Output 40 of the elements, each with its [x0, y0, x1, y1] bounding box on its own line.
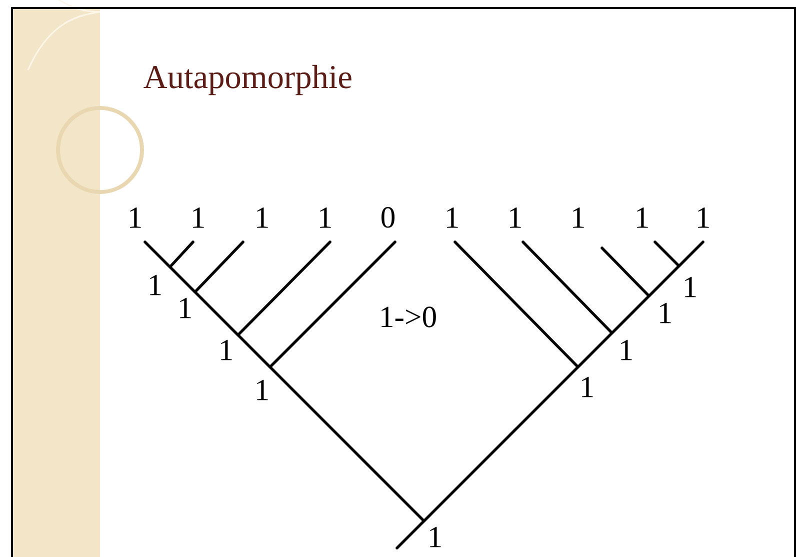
node-label: 1 [660, 302, 671, 324]
branch-line [194, 240, 244, 294]
branch-line [654, 240, 680, 268]
branch-line [610, 294, 650, 334]
branch-line [396, 520, 426, 550]
node-label: 1 [180, 298, 191, 318]
branch-line [576, 332, 614, 368]
branch-line [236, 334, 272, 368]
state-label: 1 [510, 208, 521, 228]
state-label: 1 [637, 208, 648, 228]
node-label: 1 [430, 526, 441, 548]
branch-line [600, 246, 650, 298]
state-label: 1 [193, 208, 204, 228]
branch-line [194, 290, 240, 336]
node-label: 1 [685, 276, 696, 298]
state-label: 1 [320, 208, 331, 228]
branch-line [454, 240, 580, 368]
state-label: 1 [447, 208, 458, 228]
change-label: 1->0 [382, 306, 436, 328]
branch-line [648, 264, 680, 298]
branch-line [522, 240, 614, 334]
branch-line [168, 266, 196, 294]
branch-line [144, 240, 172, 268]
branch-line [236, 240, 332, 336]
branch-line [268, 240, 396, 368]
node-label: 1 [150, 274, 161, 296]
state-label: 1 [698, 208, 709, 228]
branch-line [422, 366, 580, 522]
state-label: 1 [257, 208, 268, 228]
node-label: 1 [582, 376, 593, 398]
node-label: 1 [257, 380, 268, 400]
branch-line [268, 366, 426, 522]
state-label: 0 [382, 207, 395, 228]
node-label: 1 [221, 340, 232, 360]
branch-line [168, 240, 194, 268]
state-label: 1 [573, 208, 584, 228]
node-label: 1 [621, 340, 632, 360]
state-label: 1 [130, 208, 141, 228]
title: Autapomorphie [144, 64, 352, 96]
branch-line [678, 240, 704, 268]
